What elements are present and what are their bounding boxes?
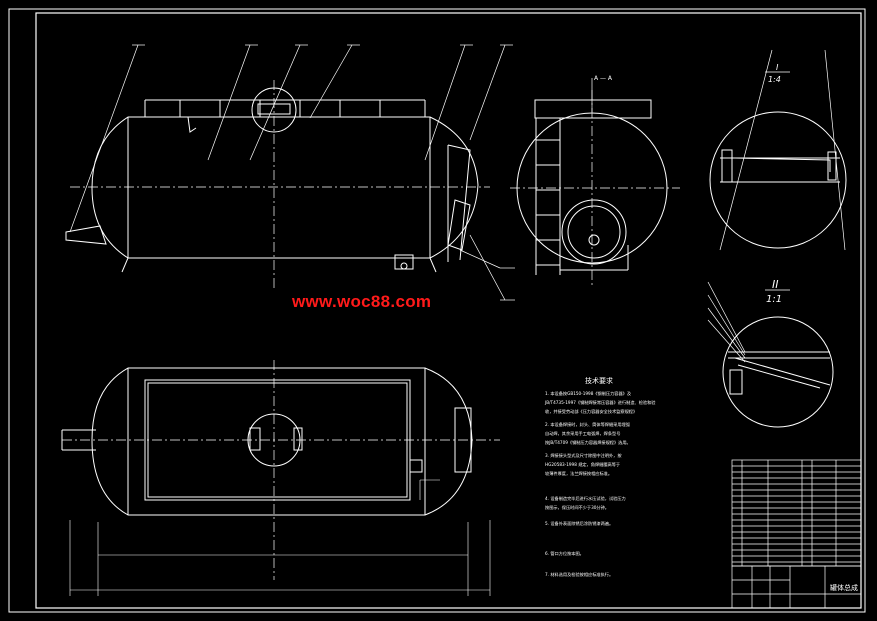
- notes-line: 1. 本设备按GB150-1998《钢制压力容器》及: [545, 390, 632, 397]
- top-view: [61, 360, 500, 596]
- detail-2-label: II: [772, 278, 779, 291]
- notes-line: 6. 管口方位按本图。: [545, 550, 584, 557]
- drawing-title: 罐体总成: [830, 583, 858, 592]
- detail-1-label: I: [776, 63, 779, 72]
- notes-line: 较薄件厚度，法兰焊接按相应标准。: [545, 470, 612, 477]
- technical-notes: 技术要求 1. 本设备按GB150-1998《钢制压力容器》及 JB/T4735…: [544, 376, 656, 578]
- detail-1-scale: 1:4: [768, 75, 781, 84]
- notes-line: 7. 材料选用及检验按相应标准执行。: [545, 571, 613, 578]
- detail-2-view: [707, 281, 834, 428]
- watermark: www.woc88.com: [292, 292, 432, 311]
- notes-line: 自动焊，其余采用手工电弧焊，焊条型号: [545, 430, 620, 437]
- side-view: [510, 78, 680, 285]
- front-view: [65, 44, 515, 301]
- notes-line: 4. 设备制造完毕后进行水压试验，试验压力: [545, 495, 626, 502]
- notes-heading: 技术要求: [585, 376, 613, 385]
- section-a-label: A — A: [594, 75, 613, 82]
- notes-line: 3. 焊接接头型式及尺寸除图中注明外，按: [545, 452, 622, 459]
- notes-line: 2. 本设备焊接时，封头、筒体等焊缝采用埋弧: [545, 421, 631, 428]
- parts-list: [731, 459, 862, 567]
- notes-line: 按JB/T4709《钢制压力容器焊接规程》选用。: [545, 439, 631, 446]
- notes-line: 收，并接受劳动部《压力容器安全技术监察规程》: [545, 408, 637, 415]
- detail-2-scale: 1:1: [766, 294, 782, 305]
- notes-line: 按图示，保压时间不少于30分钟。: [545, 504, 609, 511]
- detail-1-view: [709, 49, 847, 251]
- drawing-frame: [8, 8, 866, 613]
- title-block: [731, 565, 862, 609]
- notes-line: 5. 设备外表面除锈后涂防锈漆两遍。: [545, 520, 613, 527]
- notes-line: HG20583-1998 规定，角焊缝腰高等于: [545, 461, 620, 468]
- notes-line: JB/T4735-1997《钢制焊接常压容器》进行制造、检验和验: [544, 399, 656, 406]
